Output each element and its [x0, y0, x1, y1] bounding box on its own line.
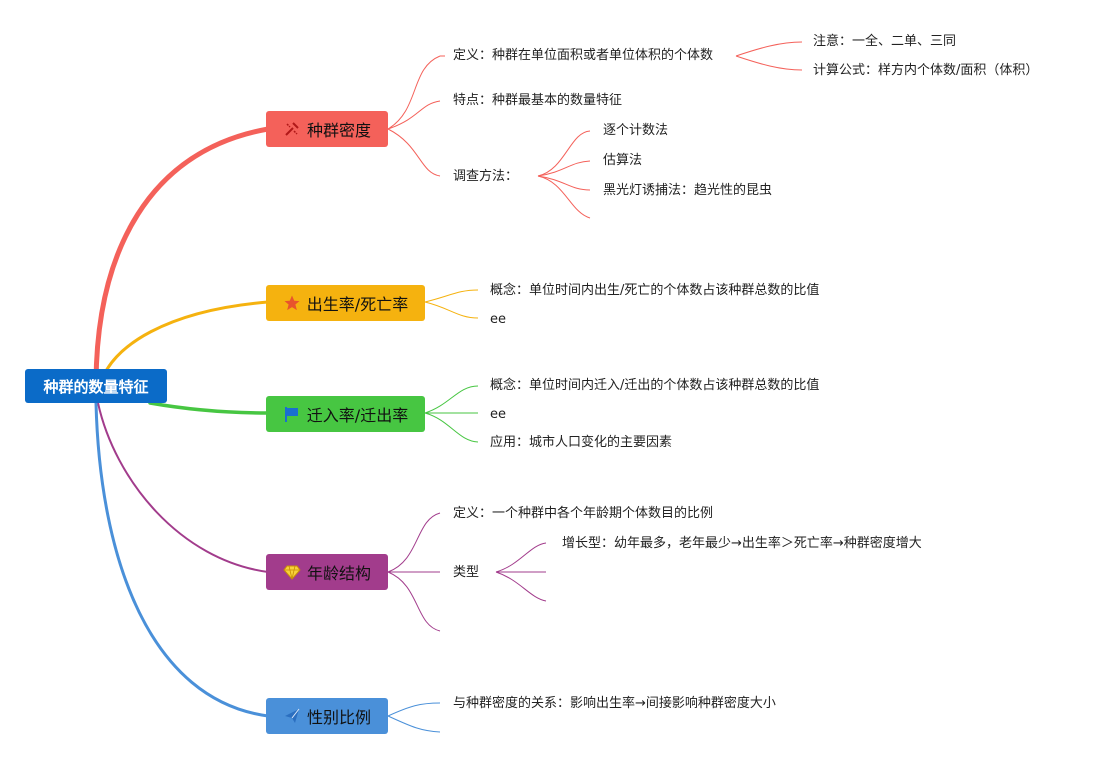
link-root-density — [93, 126, 271, 389]
leaf-migration-extra[interactable]: ee — [490, 407, 506, 422]
branch-label: 年龄结构 — [306, 564, 371, 583]
tools-icon — [283, 120, 301, 138]
branch-population-density[interactable]: 种群密度 — [266, 111, 388, 147]
branch-migration-rate[interactable]: 迁入率/迁出率 — [266, 396, 425, 432]
star-icon — [283, 294, 301, 312]
branch-label: 性别比例 — [306, 708, 371, 727]
link-root-age — [97, 402, 269, 573]
leaf-density-definition[interactable]: 定义：种群在单位面积或者单位体积的个体数 — [453, 48, 714, 63]
leaf-age-definition[interactable]: 定义：一个种群中各个年龄期个体数目的比例 — [453, 506, 714, 521]
leaf-density-survey[interactable]: 调查方法： — [453, 169, 519, 184]
branch-label: 种群密度 — [306, 121, 371, 140]
leaf-density-note[interactable]: 注意：一全、二单、三同 — [813, 34, 957, 49]
flag-icon — [283, 405, 301, 423]
leaf-birth-extra[interactable]: ee — [490, 312, 506, 327]
branch-label: 出生率/死亡率 — [306, 295, 409, 314]
leaf-survey-estimate[interactable]: 估算法 — [603, 153, 643, 168]
root-topic[interactable]: 种群的数量特征 — [25, 369, 167, 403]
diamond-icon — [283, 563, 301, 581]
leaf-migration-concept[interactable]: 概念：单位时间内迁入/迁出的个体数占该种群总数的比值 — [490, 378, 820, 393]
leaf-sex-relation[interactable]: 与种群密度的关系：影响出生率→间接影响种群密度大小 — [453, 696, 776, 711]
leaf-age-types[interactable]: 类型 — [453, 565, 480, 580]
branch-sex-ratio[interactable]: 性别比例 — [266, 698, 388, 734]
branch-label: 迁入率/迁出率 — [306, 406, 409, 425]
leaf-density-feature[interactable]: 特点：种群最基本的数量特征 — [453, 93, 623, 108]
branch-birth-death-rate[interactable]: 出生率/死亡率 — [266, 285, 425, 321]
link-root-migration — [148, 401, 270, 415]
leaf-density-formula[interactable]: 计算公式：样方内个体数/面积（体积） — [813, 63, 1039, 78]
branch-age-structure[interactable]: 年龄结构 — [266, 554, 388, 590]
link-root-sex — [94, 401, 270, 718]
leaf-survey-light-trap[interactable]: 黑光灯诱捕法：趋光性的昆虫 — [603, 183, 773, 198]
leaf-age-growth[interactable]: 增长型：幼年最多，老年最少→出生率＞死亡率→种群密度增大 — [562, 536, 922, 551]
leaf-survey-count[interactable]: 逐个计数法 — [603, 123, 669, 138]
leaf-birth-concept[interactable]: 概念：单位时间内出生/死亡的个体数占该种群总数的比值 — [490, 283, 820, 298]
leaf-migration-application[interactable]: 应用：城市人口变化的主要因素 — [490, 435, 673, 450]
paper-plane-icon — [283, 707, 301, 725]
